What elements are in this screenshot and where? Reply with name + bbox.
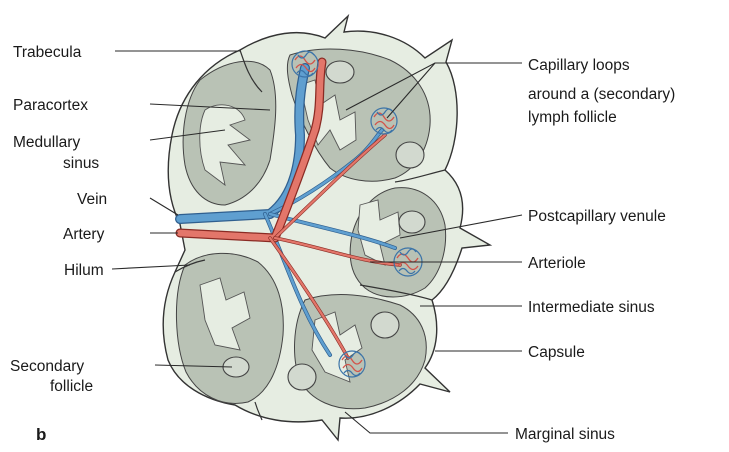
label-capillary-loops-line3: lymph follicle xyxy=(528,109,617,126)
germinal-center xyxy=(399,211,425,233)
label-secondary-follicle-line2: follicle xyxy=(50,378,93,395)
label-marginal-sinus: Marginal sinus xyxy=(515,426,615,443)
germinal-center xyxy=(288,364,316,390)
label-capillary-loops-line1: Capillary loops xyxy=(528,57,630,74)
germinal-center xyxy=(371,312,399,338)
label-postcapillary-venule: Postcapillary venule xyxy=(528,208,666,225)
germinal-center xyxy=(396,142,424,168)
label-intermediate-sinus: Intermediate sinus xyxy=(528,299,655,316)
label-capsule: Capsule xyxy=(528,344,585,361)
germinal-center xyxy=(326,61,354,83)
label-paracortex: Paracortex xyxy=(13,97,88,114)
label-trabecula: Trabecula xyxy=(13,44,82,61)
panel-letter: b xyxy=(36,425,46,444)
label-medullary-sinus-line1: Medullary xyxy=(13,134,80,151)
label-arteriole: Arteriole xyxy=(528,255,586,272)
label-vein: Vein xyxy=(77,191,107,208)
label-artery: Artery xyxy=(63,226,105,243)
label-capillary-loops-line2: around a (secondary) xyxy=(528,86,675,103)
label-secondary-follicle-line1: Secondary xyxy=(10,358,84,375)
label-medullary-sinus-line2: sinus xyxy=(63,155,99,172)
label-hilum: Hilum xyxy=(64,262,104,279)
